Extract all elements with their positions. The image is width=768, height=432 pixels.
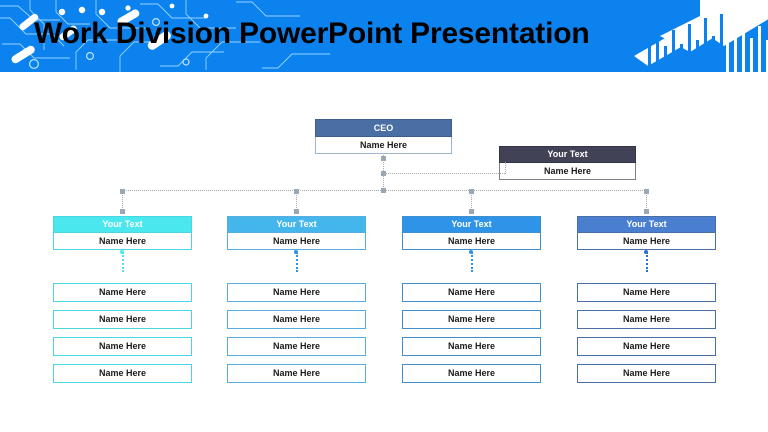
stem-connector-2: [296, 252, 298, 272]
ceo-title: CEO: [315, 119, 452, 137]
connector-node: [381, 156, 386, 161]
leaf-node-2-3[interactable]: Name Here: [227, 337, 366, 356]
connector-node: [644, 209, 649, 214]
department-name-1: Name Here: [53, 233, 192, 250]
stem-connector-1: [122, 252, 124, 272]
stem-dot-3: [469, 250, 473, 254]
connector-node: [469, 209, 474, 214]
connector-dept-drop: [296, 190, 298, 214]
leaf-node-1-1[interactable]: Name Here: [53, 283, 192, 302]
connector-trunk-horizontal: [122, 190, 647, 192]
leaf-node-2-1[interactable]: Name Here: [227, 283, 366, 302]
ceo-node[interactable]: CEO Name Here: [315, 119, 452, 154]
banner-decoration-left: [0, 0, 330, 72]
assistant-name: Name Here: [499, 163, 636, 180]
connector-node: [469, 189, 474, 194]
stem-dot-2: [294, 250, 298, 254]
connector-dept-drop: [122, 190, 124, 214]
department-node-4[interactable]: Your Text Name Here: [577, 216, 716, 250]
connector-node: [294, 189, 299, 194]
department-title-1: Your Text: [53, 216, 192, 233]
department-node-3[interactable]: Your Text Name Here: [402, 216, 541, 250]
department-name-2: Name Here: [227, 233, 366, 250]
department-title-4: Your Text: [577, 216, 716, 233]
connector-node: [294, 209, 299, 214]
connector-dept-drop: [471, 190, 473, 214]
leaf-node-4-1[interactable]: Name Here: [577, 283, 716, 302]
leaf-node-1-2[interactable]: Name Here: [53, 310, 192, 329]
leaf-node-1-3[interactable]: Name Here: [53, 337, 192, 356]
connector-assistant-horizontal: [383, 173, 505, 175]
leaf-node-3-3[interactable]: Name Here: [402, 337, 541, 356]
department-name-4: Name Here: [577, 233, 716, 250]
leaf-node-2-2[interactable]: Name Here: [227, 310, 366, 329]
department-name-3: Name Here: [402, 233, 541, 250]
assistant-node[interactable]: Your Text Name Here: [499, 146, 636, 180]
header-banner: Work Division PowerPoint Presentation: [0, 0, 768, 72]
org-chart: CEO Name Here Your Text Name Here Your T…: [0, 72, 768, 432]
leaf-node-3-4[interactable]: Name Here: [402, 364, 541, 383]
department-node-2[interactable]: Your Text Name Here: [227, 216, 366, 250]
department-title-2: Your Text: [227, 216, 366, 233]
connector-node: [644, 189, 649, 194]
page-title: Work Division PowerPoint Presentation: [34, 17, 590, 50]
connector-assistant-vertical: [505, 162, 507, 174]
stem-dot-1: [120, 250, 124, 254]
leaf-node-1-4[interactable]: Name Here: [53, 364, 192, 383]
leaf-node-4-2[interactable]: Name Here: [577, 310, 716, 329]
banner-decoration-right: [634, 0, 768, 72]
connector-node: [120, 189, 125, 194]
stem-dot-4: [644, 250, 648, 254]
stem-connector-4: [646, 252, 648, 272]
leaf-node-2-4[interactable]: Name Here: [227, 364, 366, 383]
assistant-title: Your Text: [499, 146, 636, 163]
department-title-3: Your Text: [402, 216, 541, 233]
stem-connector-3: [471, 252, 473, 272]
department-node-1[interactable]: Your Text Name Here: [53, 216, 192, 250]
leaf-node-3-1[interactable]: Name Here: [402, 283, 541, 302]
leaf-node-4-4[interactable]: Name Here: [577, 364, 716, 383]
leaf-node-4-3[interactable]: Name Here: [577, 337, 716, 356]
connector-node: [120, 209, 125, 214]
connector-dept-drop: [646, 190, 648, 214]
leaf-node-3-2[interactable]: Name Here: [402, 310, 541, 329]
ceo-name: Name Here: [315, 137, 452, 154]
